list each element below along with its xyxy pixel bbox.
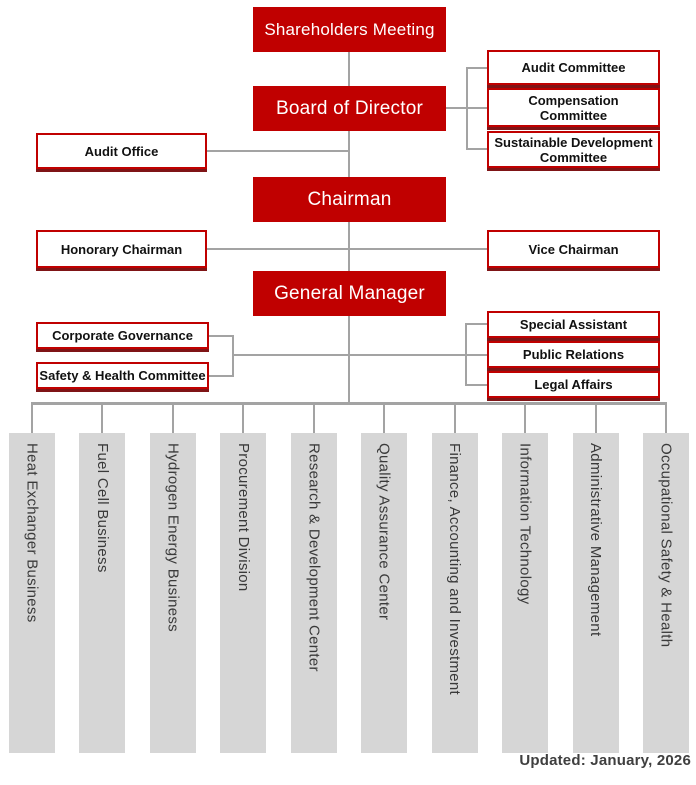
connector-line [466, 67, 487, 69]
node-corporate-governance: Corporate Governance [36, 322, 209, 349]
connector-line [466, 148, 487, 150]
division-label: Fuel Cell Business [93, 443, 111, 573]
connector-line [465, 323, 467, 385]
node-shareholders-meeting: Shareholders Meeting [253, 7, 446, 52]
node-special-assistant: Special Assistant [487, 311, 660, 338]
node-chairman: Chairman [253, 177, 446, 222]
node-general-manager: General Manager [253, 271, 446, 316]
connector-line [232, 354, 487, 356]
division-label: Procurement Division [234, 443, 252, 592]
node-sustainable-development-committee: Sustainable Development Committee [487, 131, 660, 168]
node-board-of-director: Board of Director [253, 86, 446, 131]
division-label: Hydrogen Energy Business [164, 443, 182, 632]
division-bar: Hydrogen Energy Business [149, 402, 196, 753]
connector-line [348, 52, 350, 86]
connector-line [465, 323, 487, 325]
division-bar: Finance, Accounting and Investment [431, 402, 478, 753]
connector-line [31, 402, 666, 405]
node-vice-chairman: Vice Chairman [487, 230, 660, 268]
connector-line [348, 131, 350, 177]
connector-line [348, 222, 350, 271]
division-bar: Research & Development Center [290, 402, 337, 753]
node-audit-committee: Audit Committee [487, 50, 660, 85]
division-label: Occupational Safety & Health [657, 443, 675, 648]
division-label: Quality Assurance Center [375, 443, 393, 621]
division-label: Administrative Management [587, 443, 604, 637]
connector-line [209, 335, 234, 337]
division-bar: Administrative Management [572, 402, 619, 753]
connector-line [232, 335, 234, 377]
connector-line [209, 375, 234, 377]
node-honorary-chairman: Honorary Chairman [36, 230, 207, 268]
division-bar: Heat Exchanger Business [9, 402, 55, 753]
node-public-relations: Public Relations [487, 341, 660, 368]
division-label: Research & Development Center [305, 443, 323, 672]
division-label: Information Technology [516, 443, 534, 605]
division-label: Heat Exchanger Business [23, 443, 41, 623]
updated-note: Updated: January, 2026 [519, 752, 691, 769]
node-legal-affairs: Legal Affairs [487, 371, 660, 398]
connector-line [207, 150, 349, 152]
connector-line [465, 384, 487, 386]
connector-line [207, 248, 488, 250]
division-bar: Occupational Safety & Health [642, 402, 689, 753]
division-label: Finance, Accounting and Investment [446, 443, 464, 696]
node-safety-health-committee: Safety & Health Committee [36, 362, 209, 389]
division-bar: Information Technology [502, 402, 549, 753]
division-bar: Procurement Division [220, 402, 267, 753]
division-bar: Fuel Cell Business [79, 402, 126, 753]
node-compensation-committee: Compensation Committee [487, 88, 660, 127]
divisions-row: Heat Exchanger Business Fuel Cell Busines… [9, 402, 689, 753]
division-bar: Quality Assurance Center [361, 402, 408, 753]
node-audit-office: Audit Office [36, 133, 207, 169]
connector-line [466, 67, 468, 149]
connector-line [348, 316, 350, 404]
